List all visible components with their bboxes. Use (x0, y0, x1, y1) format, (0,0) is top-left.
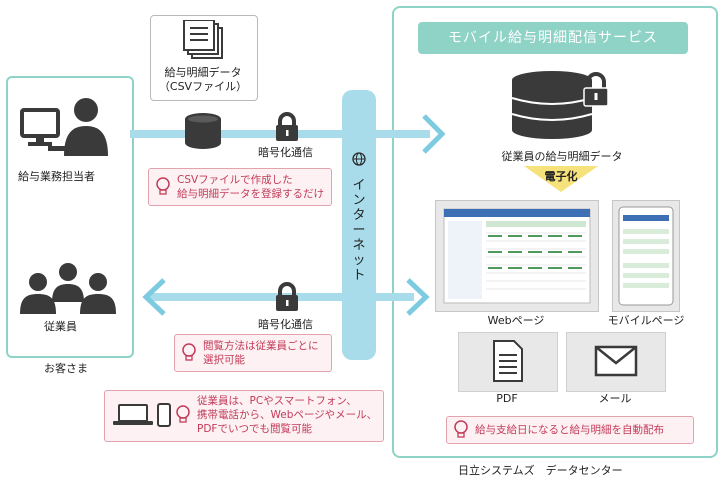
csv-doc-line2: （CSVファイル） (158, 80, 248, 93)
admin-person-icon (20, 98, 108, 156)
auto-note-text: 給与支給日になると給与明細を自動配布 (475, 424, 664, 436)
lightbulb-icon (156, 177, 170, 195)
encryption-label-bottom: 暗号化通信 (258, 318, 313, 331)
device-note-line2: 携帯電話から、Webページやメール、 (197, 409, 378, 421)
csv-upload-note: CSVファイルで作成した 給与明細データを登録するだけ (148, 168, 332, 206)
laptop-icon (113, 404, 153, 425)
csv-note-line2: 給与明細データを登録するだけ (177, 188, 324, 200)
lightbulb-icon (454, 420, 468, 438)
device-note-line3: PDFでいつでも閲覧可能 (197, 423, 312, 435)
datacenter-footer-label: 日立システムズ データセンター (458, 464, 623, 477)
internet-label: インターネット (352, 178, 366, 283)
csv-note-line1: CSVファイルで作成した (177, 174, 293, 186)
customer-label: お客さま (44, 362, 88, 375)
employees-icon (20, 263, 116, 314)
lightbulb-icon (176, 405, 190, 423)
pdf-document-icon (493, 340, 523, 382)
web-label: Webページ (487, 314, 545, 327)
pdf-label: PDF (496, 392, 518, 405)
lock-icon (276, 112, 298, 141)
globe-icon (352, 152, 366, 166)
document-stack-icon (183, 20, 223, 59)
service-title: モバイル給与明細配信サービス (418, 22, 688, 54)
encryption-label-top: 暗号化通信 (258, 146, 313, 159)
smartphone-icon (157, 403, 171, 427)
mobile-page-preview (612, 200, 680, 312)
mail-card (566, 332, 666, 392)
database-icon (185, 113, 221, 149)
auto-distribution-note: 給与支給日になると給与明細を自動配布 (446, 416, 694, 444)
view-note-line1: 閲覧方法は従業員ごとに (203, 340, 319, 352)
mobile-page-thumbnail (618, 206, 674, 306)
internet-column (342, 90, 376, 360)
device-access-note: 従業員は、PCやスマートフォン、 携帯電話から、Webページやメール、 PDFで… (104, 390, 384, 442)
csv-doc-line1: 給与明細データ (164, 66, 242, 79)
lightbulb-icon (182, 343, 196, 361)
view-note-line2: 選択可能 (203, 354, 245, 366)
central-database-icon (511, 71, 609, 139)
mobile-label: モバイルページ (607, 314, 685, 327)
web-page-preview (435, 200, 599, 312)
digitize-label: 電子化 (544, 170, 578, 183)
pdf-card (458, 332, 558, 392)
employee-label: 従業員 (44, 320, 77, 333)
envelope-icon (594, 345, 638, 377)
device-note-line1: 従業員は、PCやスマートフォン、 (197, 395, 357, 407)
admin-label: 給与業務担当者 (18, 170, 95, 183)
lock-icon (276, 282, 298, 311)
db-label: 従業員の給与明細データ (501, 150, 623, 163)
view-method-note: 閲覧方法は従業員ごとに 選択可能 (174, 334, 332, 372)
web-page-thumbnail (443, 208, 591, 304)
mail-label: メール (598, 392, 632, 405)
